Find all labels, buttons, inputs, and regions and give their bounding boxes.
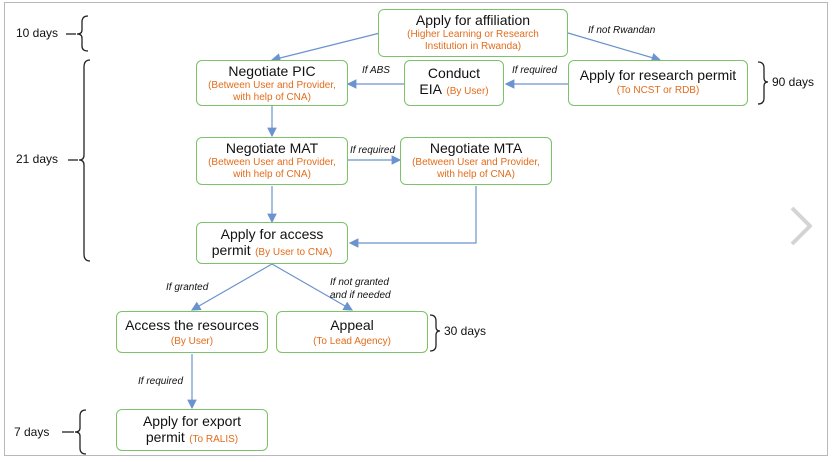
apply-access-permit-box: Apply for access permit (By User to CNA)	[196, 222, 348, 264]
apply-access-permit-title-line2: permit	[211, 242, 251, 259]
negotiate-mat-box: Negotiate MAT (Between User and Provider…	[196, 137, 348, 185]
appeal-box: Appeal (To Lead Agency)	[276, 311, 428, 353]
conduct-eia-box: Conduct EIA (By User)	[404, 60, 504, 106]
arrow-access-to-resources	[190, 263, 273, 311]
arrow-affiliation-to-pic	[270, 32, 381, 63]
label-if-not-rwandan: If not Rwandan	[588, 25, 656, 36]
bracket-10-days	[76, 15, 89, 52]
duration-21-days: 21 days	[16, 152, 59, 166]
label-if-not-granted: If not granted	[330, 277, 389, 288]
negotiate-mta-title: Negotiate MTA	[429, 140, 523, 156]
apply-export-permit-subtitle: (To RALIS)	[189, 434, 239, 446]
arrow-access-to-appeal	[271, 263, 354, 311]
label-if-required-eia: If required	[512, 65, 558, 76]
negotiate-pic-subtitle: (Between User and Provider, with help of…	[208, 80, 336, 103]
apply-access-permit-line2: permit (By User to CNA)	[197, 242, 347, 260]
apply-access-permit-subtitle: (By User to CNA)	[255, 247, 333, 259]
label-if-granted: If granted	[166, 282, 209, 293]
apply-affiliation-box: Apply for affiliation (Higher Learning o…	[378, 9, 568, 57]
appeal-title: Appeal	[330, 317, 374, 333]
duration-30-days: 30 days	[444, 324, 487, 338]
apply-research-permit-subtitle: (To NCST or RDB)	[616, 85, 700, 97]
apply-research-permit-title: Apply for research permit	[579, 67, 737, 83]
apply-access-permit-title-line1: Apply for access	[220, 226, 324, 242]
negotiate-pic-box: Negotiate PIC (Between User and Provider…	[196, 60, 348, 106]
conduct-eia-title-line1: Conduct	[427, 65, 481, 81]
bracket-21-days	[78, 59, 91, 262]
label-and-if-needed: and if needed	[330, 290, 391, 301]
negotiate-mat-subtitle: (Between User and Provider, with help of…	[208, 157, 336, 180]
negotiate-pic-title: Negotiate PIC	[228, 63, 316, 79]
bracket-90-days	[757, 61, 769, 105]
bracket-30-days	[429, 314, 441, 352]
apply-research-permit-box: Apply for research permit (To NCST or RD…	[568, 60, 748, 106]
arrow-affiliation-to-research	[567, 32, 662, 63]
conduct-eia-subtitle: (By User)	[446, 86, 489, 98]
conduct-eia-title-line2: EIA	[419, 81, 442, 98]
apply-export-permit-box: Apply for export permit (To RALIS)	[116, 409, 268, 451]
negotiate-mat-title: Negotiate MAT	[225, 140, 319, 156]
apply-export-permit-title-line2: permit	[145, 429, 185, 446]
appeal-subtitle: (To Lead Agency)	[313, 336, 391, 348]
apply-affiliation-title: Apply for affiliation	[415, 12, 531, 28]
chevron-right-icon	[790, 206, 812, 246]
negotiate-mta-subtitle: (Between User and Provider, with help of…	[412, 157, 540, 180]
access-resources-title: Access the resources	[125, 317, 259, 333]
apply-export-permit-title-line1: Apply for export	[142, 413, 242, 429]
access-resources-subtitle: (By User)	[170, 336, 214, 348]
negotiate-mta-box: Negotiate MTA (Between User and Provider…	[400, 137, 552, 185]
access-resources-box: Access the resources (By User)	[116, 311, 268, 353]
duration-10-days: 10 days	[16, 26, 59, 40]
arrow-mta-to-access	[348, 186, 477, 248]
duration-90-days: 90 days	[772, 75, 815, 89]
next-slide-button[interactable]	[786, 204, 814, 248]
apply-affiliation-subtitle: (Higher Learning or Research Institution…	[407, 29, 539, 52]
label-if-required-export: If required	[138, 376, 184, 387]
label-if-abs: If ABS	[362, 65, 390, 76]
bracket-7-days	[74, 409, 87, 455]
apply-export-permit-line2: permit (To RALIS)	[117, 429, 267, 447]
duration-7-days: 7 days	[14, 425, 50, 439]
label-if-required-mta: If required	[350, 145, 396, 156]
conduct-eia-line2: EIA (By User)	[405, 81, 503, 99]
